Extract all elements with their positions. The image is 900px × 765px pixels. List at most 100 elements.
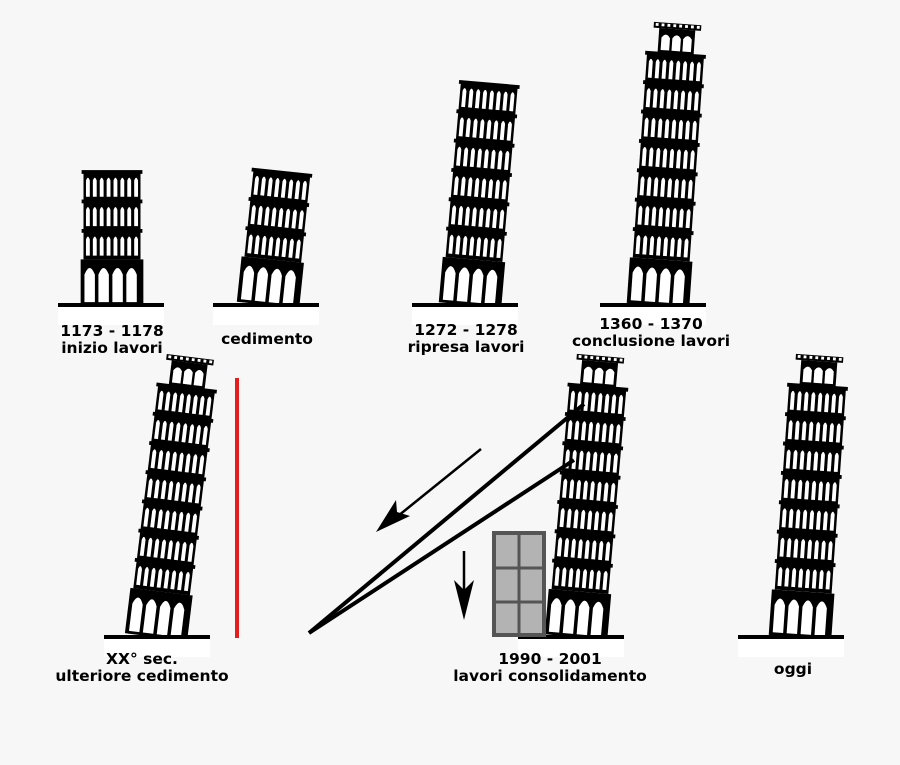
loggia-arch xyxy=(92,236,97,256)
loggia-arch xyxy=(637,205,643,225)
dentil xyxy=(655,22,659,27)
loggia-arch xyxy=(460,176,466,196)
loggia-arch xyxy=(813,540,819,560)
loggia-arch xyxy=(653,177,659,197)
loggia-arch xyxy=(806,451,812,471)
cornice xyxy=(152,411,214,423)
loggia-arch xyxy=(654,59,660,79)
loggia-arch xyxy=(167,480,174,501)
ground-arch xyxy=(548,598,562,633)
loggia-arch xyxy=(799,450,805,470)
loggia-arch xyxy=(492,120,499,140)
loggia-arch xyxy=(198,395,205,415)
dentil xyxy=(838,357,842,361)
loggia-arch xyxy=(559,508,565,528)
loggia-arch xyxy=(571,450,577,470)
loggia-arch xyxy=(453,176,459,196)
loggia-arch xyxy=(811,480,817,500)
loggia-arch xyxy=(264,206,270,226)
loggia-arch xyxy=(786,538,792,558)
ground-arch xyxy=(98,267,109,303)
loggia-arch xyxy=(815,510,821,530)
loggia-story xyxy=(776,530,836,565)
loggia-arch xyxy=(664,119,670,139)
loggia-story xyxy=(780,472,840,506)
ground-arch xyxy=(562,599,576,634)
pull-arrow-shaft xyxy=(397,448,482,517)
stage-label-5: XX° sec. ulteriore cedimento xyxy=(55,651,228,685)
stage-4-caption: conclusione lavori xyxy=(571,332,731,350)
dentil xyxy=(661,23,665,27)
loggia-arch xyxy=(669,148,675,168)
loggia-arch xyxy=(645,88,651,108)
loggia-arch xyxy=(143,507,150,527)
loggia-arch xyxy=(798,568,804,588)
loggia-story xyxy=(634,198,694,233)
cornice xyxy=(456,109,518,119)
dentil xyxy=(821,356,825,360)
loggia-arch xyxy=(450,205,457,225)
loggia-arch xyxy=(807,539,812,559)
loggia-arch xyxy=(817,392,823,412)
loggia-arch xyxy=(802,509,808,529)
cable-lower xyxy=(307,458,576,635)
loggia-arch xyxy=(149,567,156,587)
loggia-arch xyxy=(174,422,181,442)
loggia-arch xyxy=(489,238,495,258)
loggia-arch xyxy=(134,177,139,197)
loggia-arch xyxy=(185,394,191,414)
loggia-arch xyxy=(298,210,304,230)
loggia-story xyxy=(774,560,834,594)
loggia-arch xyxy=(120,207,125,227)
cornice xyxy=(780,470,842,479)
ground-arch xyxy=(84,267,95,303)
ground-stage-5-plinth xyxy=(104,637,210,657)
loggia-arch xyxy=(784,567,790,587)
loggia-arch xyxy=(580,509,586,529)
loggia-arch xyxy=(662,237,668,257)
bell-arch xyxy=(604,368,615,385)
loggia-arch xyxy=(120,236,125,256)
loggia-story xyxy=(785,413,844,447)
dentil xyxy=(179,356,184,360)
cornice xyxy=(557,499,619,510)
loggia-arch xyxy=(188,424,195,444)
cornice xyxy=(636,168,698,177)
loggia-arch xyxy=(476,148,482,168)
stage-label-2: cedimento xyxy=(221,331,313,348)
loggia-arch xyxy=(469,147,476,168)
loggia-arch xyxy=(596,481,602,501)
loggia-arch xyxy=(639,176,645,196)
loggia-arch xyxy=(191,513,198,533)
dentil xyxy=(209,360,213,364)
loggia-arch xyxy=(187,542,194,562)
loggia-arch xyxy=(791,568,797,588)
cornice xyxy=(562,441,624,451)
ground-arch xyxy=(456,267,470,302)
loggia-arch xyxy=(465,118,471,138)
stage-3-caption: ripresa lavori xyxy=(407,338,525,356)
loggia-arch xyxy=(201,425,208,445)
loggia-arch xyxy=(120,177,125,197)
loggia-arch xyxy=(676,237,682,258)
loggia-arch xyxy=(601,423,607,443)
bell-cornice xyxy=(166,354,214,366)
loggia-story xyxy=(640,110,700,144)
loggia-arch xyxy=(184,572,190,592)
loggia-arch xyxy=(656,236,662,256)
cornice xyxy=(564,411,626,422)
loggia-arch xyxy=(673,90,679,110)
loggia-arch xyxy=(85,236,90,256)
loggia-arch xyxy=(157,509,163,529)
loggia-arch xyxy=(682,149,688,169)
loggia-arch xyxy=(181,482,187,502)
loggia-arch xyxy=(569,390,576,410)
loggia-story xyxy=(778,501,838,535)
cornice xyxy=(776,529,838,538)
bell-arch xyxy=(593,367,604,384)
loggia-arch xyxy=(658,207,664,227)
ground-arch xyxy=(772,598,786,633)
loggia-arch xyxy=(668,60,674,80)
loggia-arch xyxy=(496,238,502,259)
